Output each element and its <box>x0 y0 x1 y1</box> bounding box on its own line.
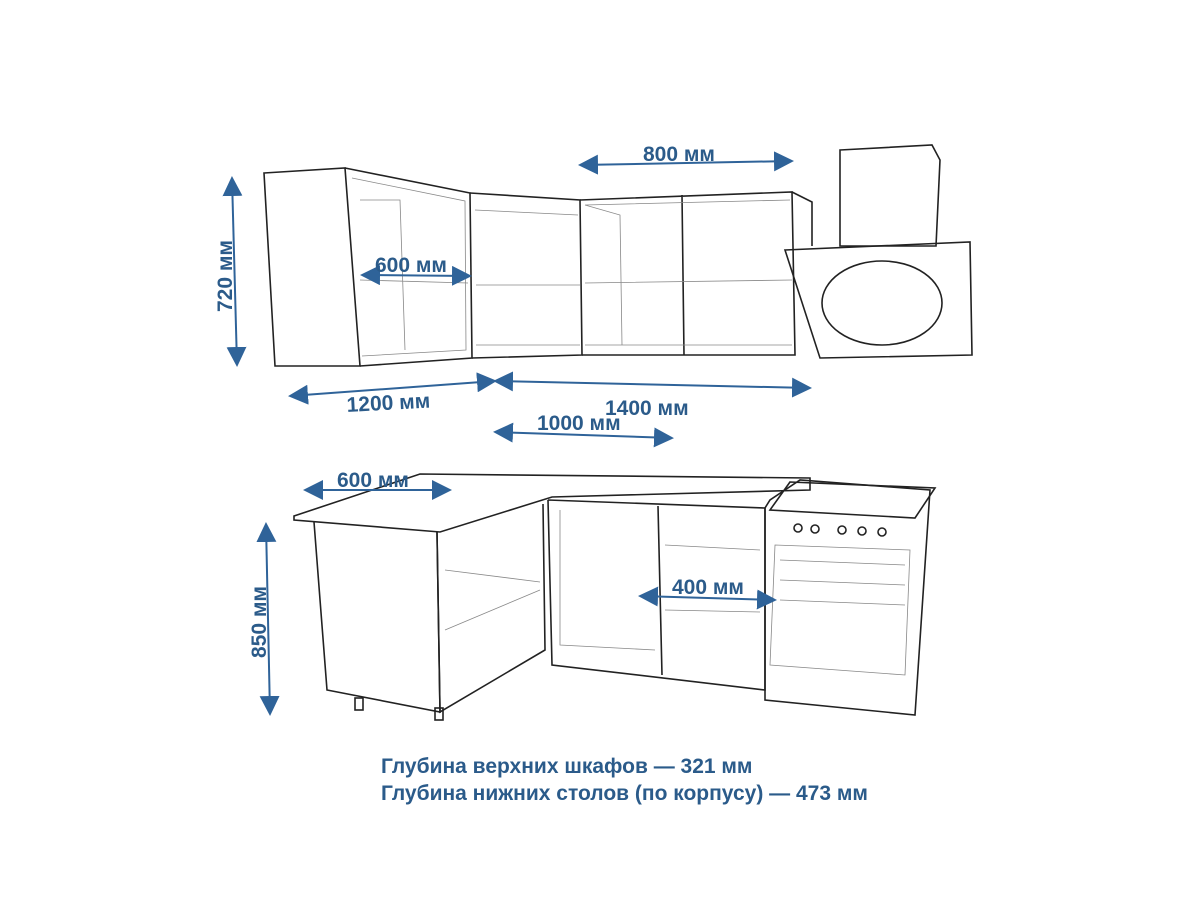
dim-lower-drawer-section: 400 мм <box>672 576 744 599</box>
dim-upper-left-length: 1200 мм <box>346 390 431 417</box>
stove <box>764 479 931 716</box>
dim-upper-right-section: 800 мм <box>643 143 715 166</box>
countertop <box>293 473 811 533</box>
lower-cabinets <box>293 473 937 721</box>
stove-knobs-icon <box>793 523 887 537</box>
hob <box>768 481 937 519</box>
dim-upper-right-length: 1400 мм <box>605 397 689 420</box>
range-hood <box>783 241 973 359</box>
upper-cabinets <box>263 144 973 367</box>
dim-upper-corner-depth: 600 мм <box>375 254 447 277</box>
dim-lower-height: 850 мм <box>248 586 271 658</box>
note-upper-depth: Глубина верхних шкафов — 321 мм <box>381 755 753 778</box>
note-lower-depth: Глубина нижних столов (по корпусу) — 473… <box>381 782 868 805</box>
dimension-arrows <box>222 151 812 716</box>
hood-chimney <box>839 144 941 247</box>
dim-upper-height: 720 мм <box>214 240 237 312</box>
dim-lower-corner-depth: 600 мм <box>337 469 409 492</box>
dim-lower-middle-width: 1000 мм <box>537 412 621 435</box>
